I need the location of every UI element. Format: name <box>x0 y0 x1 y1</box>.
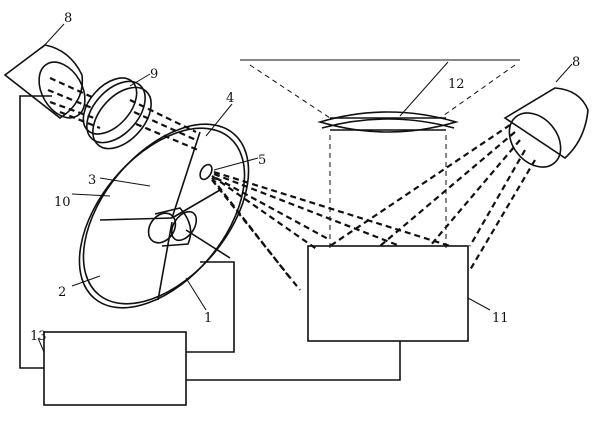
box-11 <box>307 245 469 342</box>
box-13 <box>43 331 187 406</box>
motor-hub <box>147 207 231 259</box>
label-1: 1 <box>204 311 212 326</box>
label-8-right: 8 <box>572 55 580 70</box>
light-source-8-left <box>3 44 86 119</box>
rays-right <box>329 124 536 271</box>
label-11: 11 <box>492 311 509 326</box>
label-9: 9 <box>150 67 158 82</box>
label-8-left: 8 <box>64 11 72 26</box>
connection-wires <box>19 95 401 381</box>
lens-12 <box>317 111 459 248</box>
label-4: 4 <box>226 91 234 106</box>
rays-aperture <box>211 170 451 291</box>
rotating-disc <box>78 123 250 309</box>
aperture-5 <box>199 163 213 181</box>
label-2: 2 <box>58 285 66 300</box>
label-5: 5 <box>258 153 266 168</box>
label-12: 12 <box>448 77 465 92</box>
rays-left <box>47 76 199 152</box>
label-3: 3 <box>88 173 96 188</box>
projection-frustum <box>240 59 520 119</box>
label-10: 10 <box>54 195 71 210</box>
leader-lines <box>37 23 573 353</box>
light-source-8-right <box>503 87 589 168</box>
lens-9 <box>82 77 152 150</box>
label-13: 13 <box>30 329 47 344</box>
